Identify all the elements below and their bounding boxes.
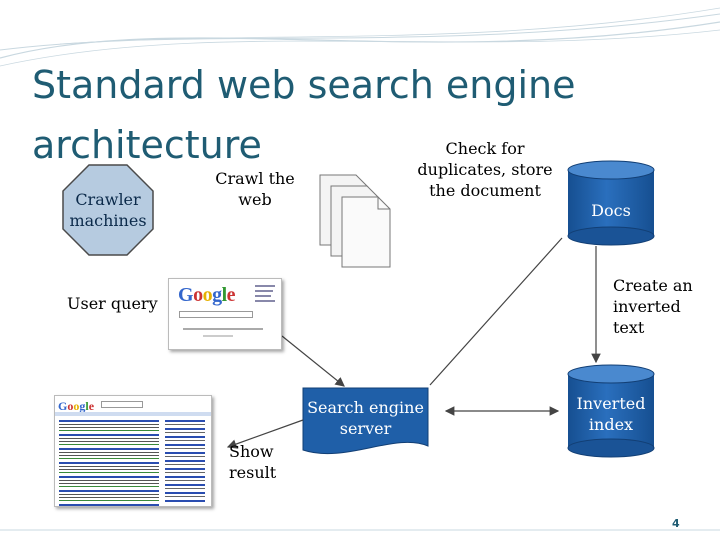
document-stack-icon: [319, 174, 391, 268]
arrow-server-to-results: [226, 419, 304, 449]
arrow-docs-server-diagonal: [429, 237, 563, 386]
header-swoosh-decoration: [0, 7, 720, 67]
google-results-screenshot: Google: [54, 395, 212, 507]
search-engine-server-label: Search engine server: [307, 398, 424, 438]
check-duplicates-label: Check for duplicates, store the document: [417, 139, 553, 200]
crawler-machines-octagon: [62, 164, 154, 256]
docs-label: Docs: [591, 201, 631, 220]
show-result-label: Show result: [229, 442, 277, 482]
google-logo: Google: [178, 284, 236, 306]
search-engine-server-shape: [302, 387, 429, 455]
crawl-the-web-label: Crawl the web: [215, 169, 295, 209]
google-logo-small: Google: [58, 399, 95, 413]
user-query-label: User query: [67, 294, 158, 313]
crawler-machines-label: Crawler machines: [69, 190, 147, 230]
inverted-index-label: Inverted index: [576, 394, 646, 434]
docs-cylinder: [567, 160, 655, 246]
create-inverted-text-label: Create an inverted text: [613, 276, 693, 337]
search-box: [179, 311, 253, 318]
page-number: 4: [672, 517, 680, 530]
arrow-query-to-server: [281, 335, 345, 387]
google-query-screenshot: Google: [168, 278, 282, 350]
inverted-index-cylinder: [567, 364, 655, 458]
slide-title: Standard web search engine architecture: [32, 63, 576, 167]
